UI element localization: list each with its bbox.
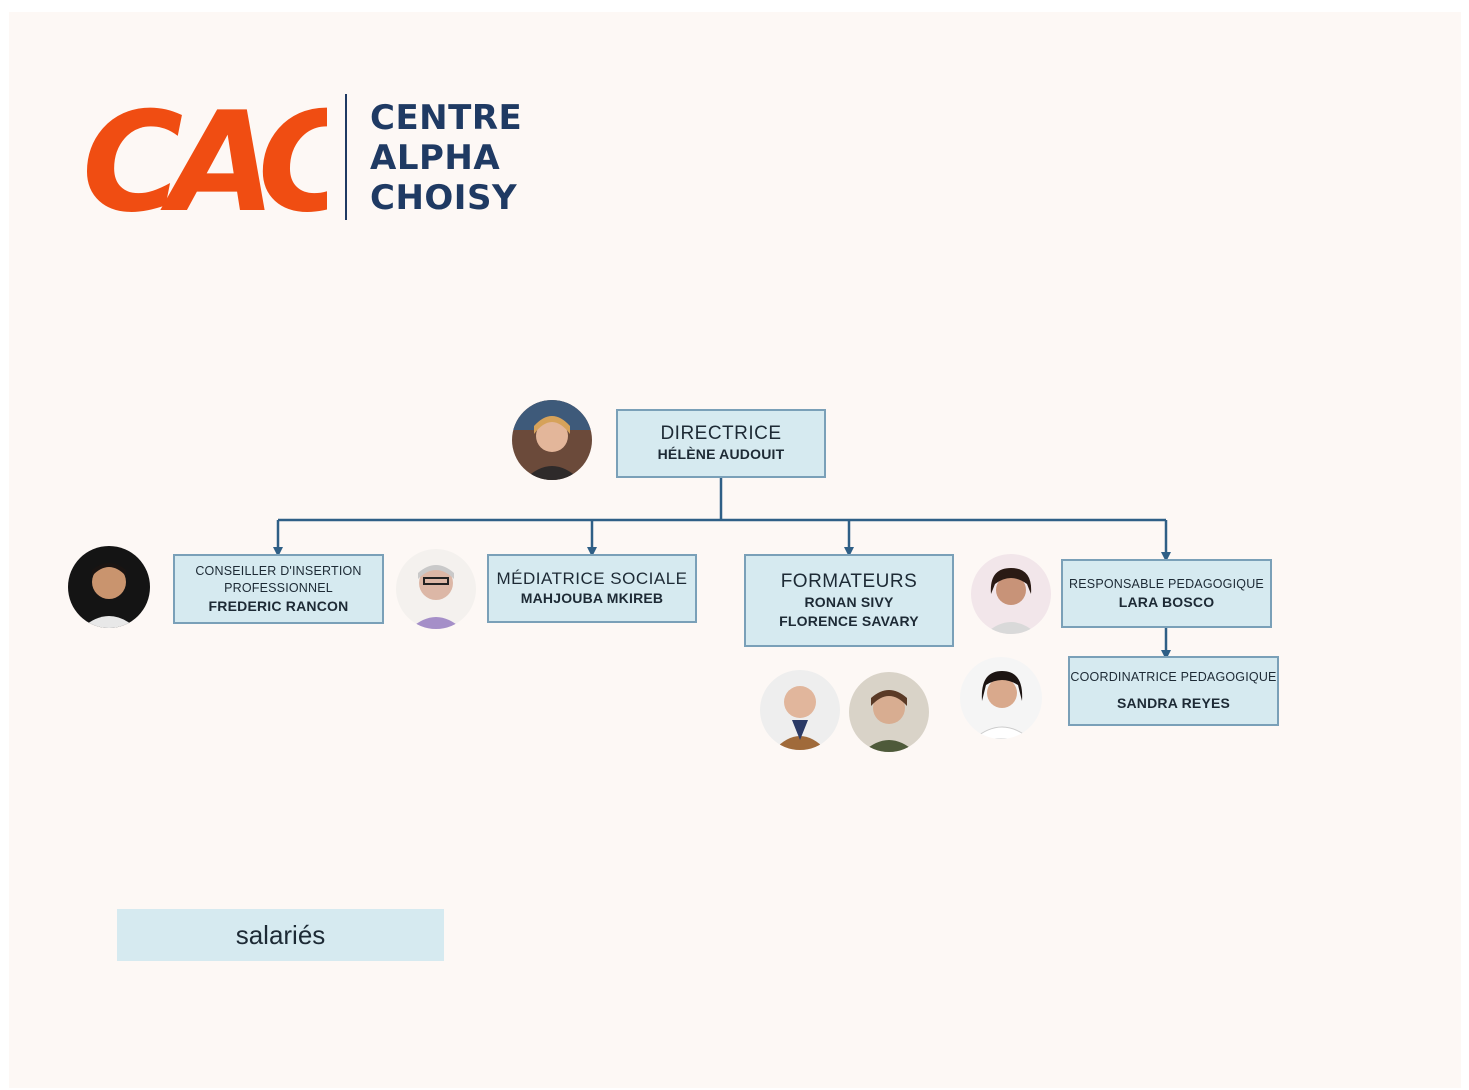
- name-conseiller: FREDERIC RANCON: [208, 597, 349, 614]
- role-directrice: DIRECTRICE: [660, 423, 782, 444]
- role-mediatrice: MÉDIATRICE SOCIALE: [496, 569, 688, 588]
- box-directrice: DIRECTRICE HÉLÈNE AUDOUIT: [616, 409, 826, 478]
- name-mediatrice: MAHJOUBA MKIREB: [520, 590, 664, 606]
- name-formateur-1: RONAN SIVY: [804, 593, 894, 610]
- logo-line-2: ALPHA: [370, 138, 501, 178]
- box-responsable: RESPONSABLE PEDAGOGIQUE LARA BOSCO: [1061, 559, 1272, 628]
- photo-formateur-1: [760, 670, 840, 750]
- logo-wordmark: CENTRE ALPHA CHOISY: [370, 98, 522, 218]
- role-conseiller-line-2: PROFESSIONNEL: [224, 580, 333, 595]
- role-conseiller-line-1: CONSEILLER D'INSERTION: [195, 563, 362, 578]
- legend-salaries: salariés: [117, 909, 444, 961]
- name-directrice: HÉLÈNE AUDOUIT: [657, 446, 785, 462]
- name-coordinatrice: SANDRA REYES: [1116, 695, 1231, 711]
- photo-mediatrice: [396, 549, 476, 629]
- role-responsable: RESPONSABLE PEDAGOGIQUE: [1069, 576, 1264, 591]
- org-chart-canvas: [9, 12, 1461, 1088]
- cac-logo-mark: CAC: [82, 92, 327, 222]
- photo-conseiller: [68, 546, 150, 628]
- logo-line-3: CHOISY: [370, 178, 518, 218]
- box-coordinatrice: COORDINATRICE PEDAGOGIQUE SANDRA REYES: [1068, 656, 1279, 726]
- photo-directrice: [512, 400, 592, 480]
- name-responsable: LARA BOSCO: [1118, 593, 1215, 610]
- box-mediatrice: MÉDIATRICE SOCIALE MAHJOUBA MKIREB: [487, 554, 697, 623]
- name-formateur-2: FLORENCE SAVARY: [779, 612, 919, 629]
- box-conseiller: CONSEILLER D'INSERTION PROFESSIONNEL FRE…: [173, 554, 384, 624]
- logo-divider: [345, 94, 347, 220]
- photo-coordinatrice: [960, 657, 1042, 739]
- box-formateurs: FORMATEURS RONAN SIVY FLORENCE SAVARY: [744, 554, 954, 647]
- photo-responsable: [971, 554, 1051, 634]
- svg-text:CAC: CAC: [82, 92, 327, 222]
- role-coordinatrice: COORDINATRICE PEDAGOGIQUE: [1070, 670, 1277, 684]
- role-formateurs: FORMATEURS: [780, 570, 918, 592]
- logo-line-1: CENTRE: [370, 98, 523, 138]
- photo-formateur-2: [849, 672, 929, 752]
